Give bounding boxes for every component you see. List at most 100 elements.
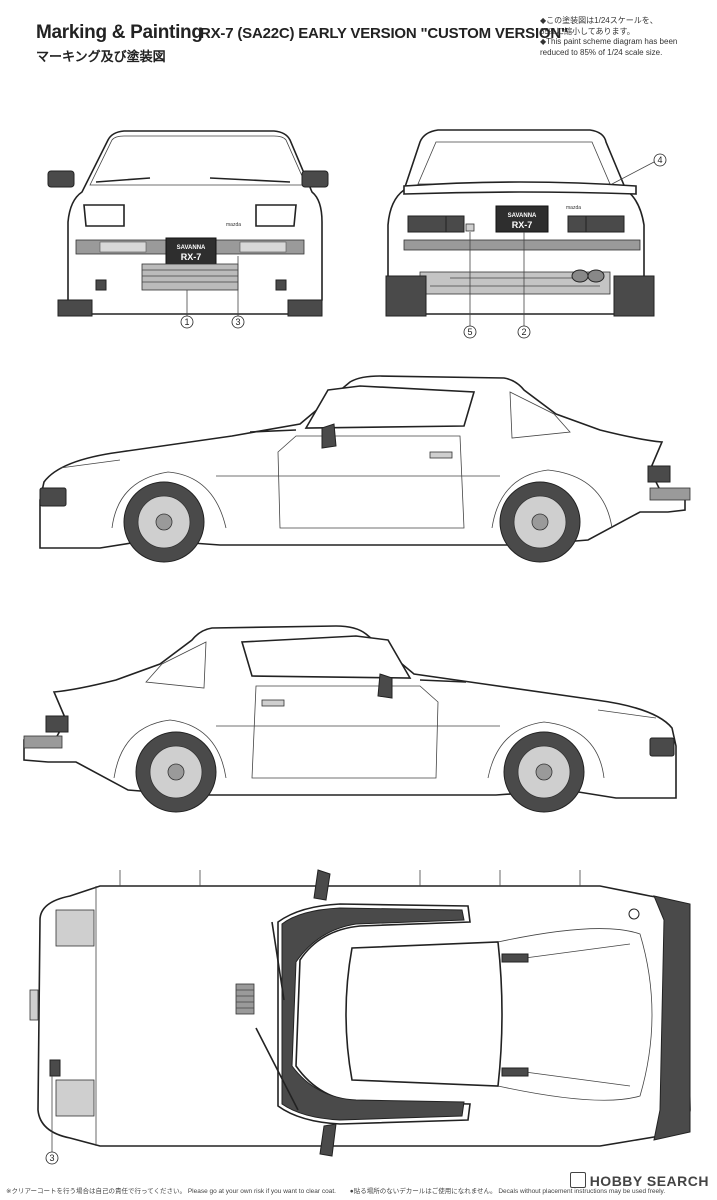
side-right-door (251, 685, 439, 779)
top-front-bumper (653, 895, 691, 1141)
top-rear-light-right (55, 1079, 95, 1117)
top-rear-edge-marker (29, 989, 39, 1021)
front-grille (141, 263, 239, 291)
top-vent (235, 983, 255, 1015)
callout-circle (45, 1151, 59, 1165)
front-badge: mazda (226, 222, 241, 228)
rear-tail-right (585, 215, 625, 233)
footer-right-note: ●貼る場所のないデカールはご使用になれません。 Decals without p… (349, 1188, 666, 1195)
front-plate-line1: SAVANNA (177, 245, 206, 251)
callout-circle (653, 153, 667, 167)
front-wipers (95, 177, 291, 183)
side-right-window (240, 635, 412, 679)
rear-exhaust-left (571, 269, 589, 283)
side-right-rear-bumper (23, 735, 63, 749)
rear-tail-inner-left (445, 215, 465, 233)
front-windshield (89, 135, 307, 186)
scale-note: ◆この塗装図は1/24スケールを、 85%に縮小してあります。 ◆This pa… (540, 16, 710, 58)
model-title: RX-7 (SA22C) EARLY VERSION "CUSTOM VERSI… (200, 25, 568, 42)
front-tire-left (57, 299, 93, 317)
side-right-body-line (216, 709, 657, 727)
callout-number: 1 (184, 317, 189, 327)
side-right-headlight (649, 737, 675, 757)
side-left-wiper (249, 429, 297, 433)
callout-circle (463, 325, 477, 339)
side-left-rear-bumper (649, 487, 691, 501)
front-turn-lamp-left (99, 241, 147, 253)
top-windshield (345, 941, 503, 1087)
top-wiper-left (501, 953, 529, 963)
top-vent-slats (236, 989, 254, 1009)
side-left-front-hub (155, 513, 173, 531)
top-mirror-left (313, 869, 331, 901)
footer-left-note: ※クリアーコートを行う場合は自己の責任で行ってください。 Please go a… (6, 1188, 336, 1195)
scale-note-line: ◆This paint scheme diagram has been (540, 37, 678, 46)
front-body (67, 130, 323, 315)
side-right-taillight (45, 715, 69, 733)
top-wiper-blade-b (255, 1027, 299, 1111)
rear-license-plate (495, 205, 549, 233)
side-view-left (39, 375, 691, 563)
callout-number: 4 (657, 155, 662, 165)
front-license-plate (165, 237, 217, 265)
side-right-rear-flare (113, 719, 227, 779)
rear-badge: mazda (566, 205, 581, 211)
callout-circle (231, 315, 245, 329)
top-view: 3 (29, 869, 691, 1165)
side-left-rear-flare (491, 469, 613, 529)
top-marker (49, 1059, 61, 1077)
page-subtitle-jp: マーキング及び塗装図 (36, 49, 166, 64)
side-right-quarter-window (145, 641, 207, 689)
top-t-top-outline (281, 907, 465, 1121)
callout-number: 3 (49, 1153, 54, 1163)
front-popup-right (255, 204, 297, 227)
scale-note-line: ◆この塗装図は1/24スケールを、 (540, 16, 658, 25)
side-left-window (304, 385, 476, 429)
front-fog-left (95, 279, 107, 291)
callout-number: 2 (521, 327, 526, 337)
side-right-door-handle (261, 699, 285, 707)
front-grille-mesh (142, 269, 238, 283)
side-view-right (23, 625, 677, 813)
rear-tail-left (407, 215, 447, 233)
side-right-front-hub (535, 763, 553, 781)
front-tire-right (287, 299, 323, 317)
page-title: Marking & Painting (36, 22, 203, 43)
side-left-rear-hub (531, 513, 549, 531)
footer-notes: ※クリアーコートを行う場合は自己の責任で行ってください。 Please go a… (6, 1185, 677, 1195)
side-right-wiper (419, 679, 467, 683)
rear-tail-inner-right (567, 215, 587, 233)
top-hood-lines (509, 943, 631, 1087)
brand-name: HOBBY SEARCH (589, 1173, 709, 1189)
top-tow-hook (628, 908, 640, 920)
callout-circle (517, 325, 531, 339)
side-right-front-flare (487, 721, 605, 779)
top-mirror-right (319, 1123, 337, 1157)
scale-note-line: 85%に縮小してあります。 (540, 26, 635, 36)
callout-number: 3 (235, 317, 240, 327)
top-flare-tabs (119, 870, 581, 886)
side-left-body-line (59, 459, 500, 477)
scale-note-line: reduced to 85% of 1/24 scale size. (540, 47, 663, 57)
top-wiper-blade-a (271, 921, 285, 1001)
rear-plate-line1: SAVANNA (508, 213, 537, 219)
side-left-headlight (39, 487, 67, 507)
side-right-mirror (377, 673, 393, 699)
front-turn-lamp-right (239, 241, 287, 253)
side-left-mirror (321, 423, 337, 449)
side-right-rear-hub (167, 763, 185, 781)
side-left-taillight (647, 465, 671, 483)
callout-circle (180, 315, 194, 329)
rear-tire-left (385, 275, 427, 317)
rear-emblem (465, 223, 475, 232)
rear-exhaust-right (587, 269, 605, 283)
side-left-front-flare (111, 471, 227, 529)
side-left-door (277, 435, 465, 529)
brand-watermark: HOBBY SEARCH (569, 1172, 709, 1189)
top-rear-light-left (55, 909, 95, 947)
callout-number: 5 (467, 327, 472, 337)
rear-tire-right (613, 275, 655, 317)
callout-line (611, 161, 655, 185)
front-view: SAVANNA RX-7 mazda 1 3 (47, 130, 329, 329)
